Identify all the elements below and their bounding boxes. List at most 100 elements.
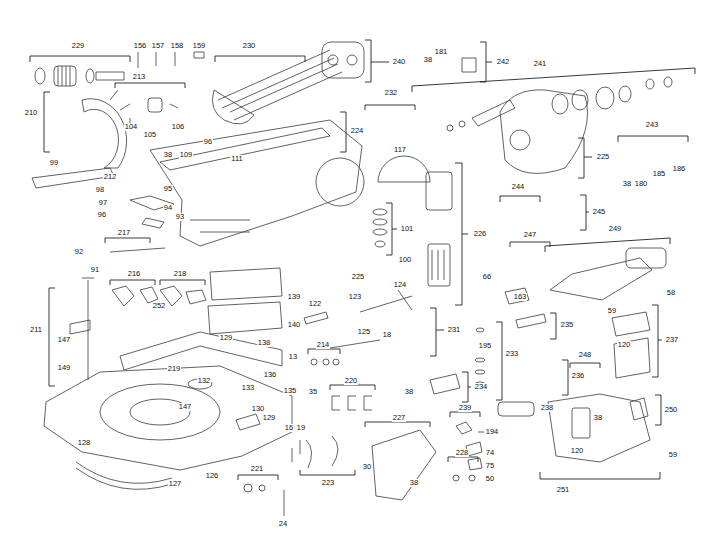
callout-number: 235 — [560, 321, 575, 329]
callout-number: 247 — [523, 231, 538, 239]
callout-number: 233 — [505, 350, 520, 358]
callout-number: 13 — [288, 353, 298, 361]
callout-number: 252 — [152, 302, 167, 310]
callout-number: 19 — [296, 424, 306, 432]
callout-number: 228 — [455, 449, 470, 457]
callout-number: 99 — [49, 159, 59, 167]
callout-number: 239 — [458, 404, 473, 412]
callout-number: 75 — [485, 462, 495, 470]
callout-number: 217 — [117, 229, 132, 237]
callout-number: 59 — [668, 451, 678, 459]
callout-number: 129 — [219, 334, 234, 342]
callout-number: 231 — [447, 326, 462, 334]
callout-number: 122 — [308, 300, 323, 308]
callout-number: 74 — [485, 449, 495, 457]
callout-number: 38 — [404, 388, 414, 396]
callout-number: 92 — [74, 248, 84, 256]
callout-number: 106 — [171, 123, 186, 131]
callout-number: 226 — [473, 230, 488, 238]
callout-number: 147 — [178, 403, 193, 411]
callout-number: 98 — [95, 186, 105, 194]
callout-number: 224 — [350, 127, 365, 135]
callout-number: 117 — [393, 146, 407, 154]
callout-number: 35 — [308, 388, 318, 396]
callout-number: 132 — [197, 377, 212, 385]
callout-number: 212 — [103, 173, 118, 181]
callout-number: 213 — [132, 73, 147, 81]
callout-number: 126 — [205, 472, 220, 480]
callout-number: 214 — [316, 341, 331, 349]
callout-number: 109 — [179, 151, 194, 159]
callout-number: 139 — [287, 293, 302, 301]
group-brackets — [30, 40, 695, 480]
callout-number: 237 — [665, 336, 680, 344]
callout-number: 163 — [513, 293, 528, 301]
callout-number: 96 — [203, 138, 213, 146]
parts-line-art — [32, 42, 672, 516]
callout-number: 186 — [672, 165, 687, 173]
callout-number: 123 — [348, 293, 363, 301]
callout-number: 138 — [257, 339, 272, 347]
callout-number: 223 — [321, 479, 336, 487]
callout-number: 234 — [474, 383, 489, 391]
callout-number: 181 — [434, 48, 449, 56]
callout-number: 130 — [251, 405, 266, 413]
callout-number: 124 — [393, 281, 408, 289]
callout-number: 128 — [77, 439, 92, 447]
callout-number: 16 — [284, 424, 294, 432]
callout-number: 243 — [645, 121, 660, 129]
callout-number: 159 — [192, 42, 207, 50]
callout-number: 185 — [652, 170, 667, 178]
callout-number: 251 — [556, 486, 571, 494]
callout-number: 133 — [241, 384, 256, 392]
callout-number: 136 — [263, 371, 278, 379]
callout-number: 158 — [170, 42, 185, 50]
callout-number: 216 — [127, 270, 142, 278]
callout-number: 244 — [511, 183, 526, 191]
callout-number: 18 — [382, 331, 392, 339]
callout-number: 38 — [423, 56, 433, 64]
callout-number: 38 — [163, 151, 173, 159]
callout-number: 30 — [362, 463, 372, 471]
callout-number: 135 — [283, 387, 298, 395]
callout-number: 218 — [173, 270, 188, 278]
callout-number: 91 — [90, 266, 100, 274]
callout-number: 104 — [124, 123, 139, 131]
callout-number: 147 — [57, 336, 72, 344]
callout-number: 241 — [533, 60, 548, 68]
callout-number: 38 — [409, 479, 419, 487]
callout-number: 38 — [593, 414, 603, 422]
callout-number: 58 — [666, 289, 676, 297]
callout-number: 120 — [617, 341, 632, 349]
callout-number: 38 — [622, 180, 632, 188]
callout-number: 180 — [634, 180, 649, 188]
callout-number: 59 — [607, 307, 617, 315]
callout-number: 100 — [398, 256, 413, 264]
callout-number: 24 — [278, 520, 288, 528]
callout-number: 125 — [357, 328, 372, 336]
callout-number: 225 — [596, 153, 611, 161]
callout-number: 96 — [97, 211, 107, 219]
callout-number: 149 — [57, 364, 72, 372]
callout-number: 156 — [133, 42, 148, 50]
callout-number: 230 — [242, 42, 257, 50]
callout-number: 66 — [482, 273, 492, 281]
callout-number: 50 — [485, 475, 495, 483]
callout-number: 97 — [98, 199, 108, 207]
callout-number: 249 — [608, 225, 623, 233]
callout-number: 229 — [71, 42, 86, 50]
callout-number: 129 — [262, 414, 277, 422]
callout-number: 140 — [287, 321, 302, 329]
callout-number: 127 — [168, 480, 183, 488]
callout-number: 242 — [496, 58, 511, 66]
callout-number: 227 — [392, 414, 407, 422]
callout-number: 240 — [392, 58, 407, 66]
callout-number: 94 — [163, 204, 173, 212]
callout-number: 210 — [24, 109, 39, 117]
callout-number: 220 — [344, 377, 359, 385]
callout-number: 157 — [151, 42, 166, 50]
callout-number: 194 — [485, 428, 500, 436]
callout-number: 211 — [29, 326, 43, 334]
